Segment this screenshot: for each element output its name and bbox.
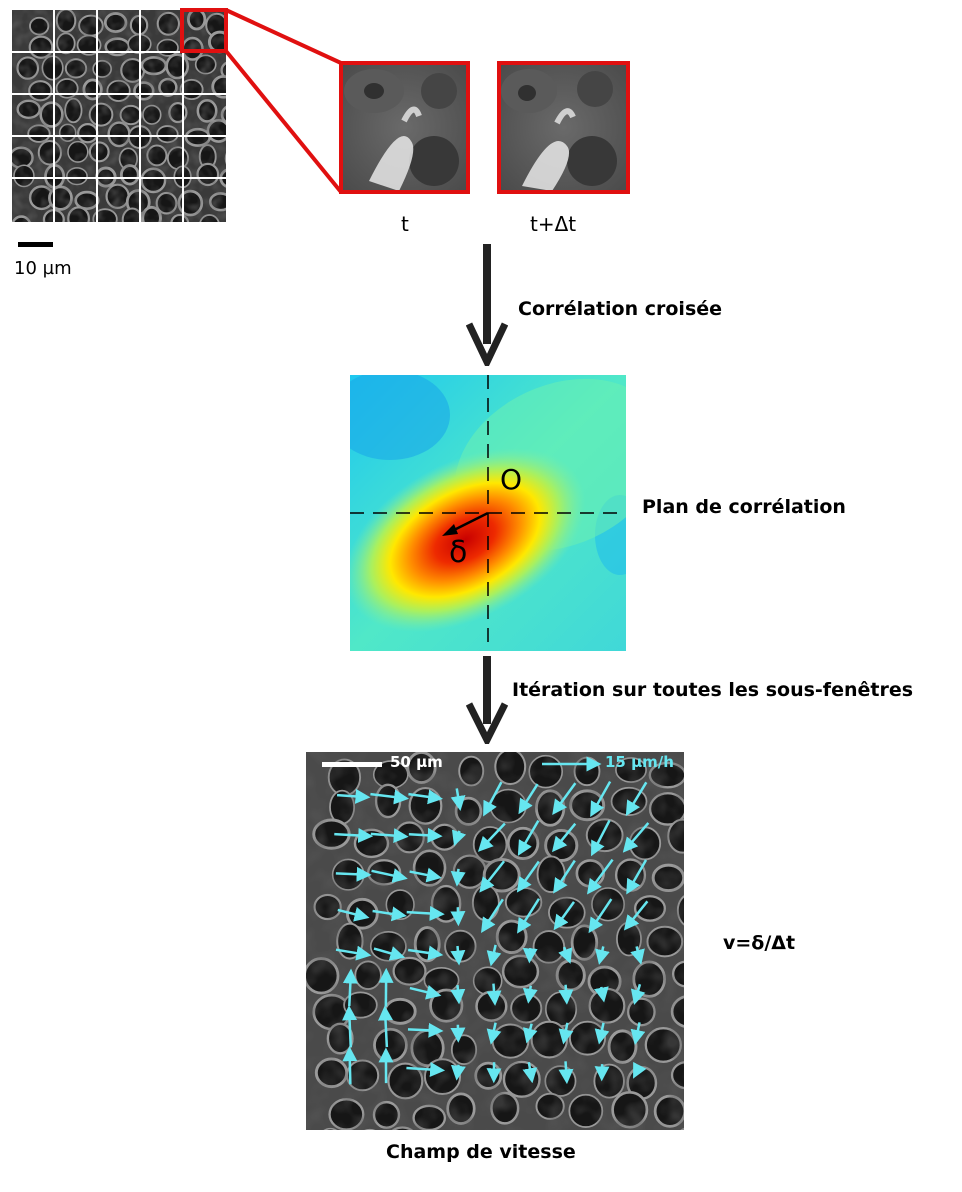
velocity-vector xyxy=(558,946,573,964)
velocity-vector xyxy=(486,1022,502,1045)
velocity-vector xyxy=(408,789,443,805)
velocity-vector xyxy=(590,780,612,817)
velocity-vector xyxy=(407,945,444,961)
velocity-vector xyxy=(409,984,442,1000)
selected-subwindow xyxy=(180,8,228,53)
crop-t-dt-label: t+Δt xyxy=(530,212,577,236)
correlation-plane xyxy=(350,375,626,651)
velocity-vector xyxy=(595,946,610,965)
velocity-vector xyxy=(558,1022,574,1045)
crop-t-dt xyxy=(497,61,630,194)
velocity-vector xyxy=(372,906,407,922)
velocity-vector xyxy=(370,828,409,844)
velocity-field xyxy=(306,752,684,1130)
velocity-vector xyxy=(335,945,372,961)
delta-label: δ xyxy=(449,535,468,570)
velocity-vector xyxy=(373,946,406,961)
velocity-vector xyxy=(408,827,443,843)
velocity-vector xyxy=(622,822,650,853)
velocity-vector xyxy=(523,1023,538,1044)
velocity-vector xyxy=(370,789,410,805)
velocity-vectors xyxy=(334,780,650,1085)
velocity-vector xyxy=(594,1022,610,1045)
velocity-vector xyxy=(450,1064,466,1081)
velocity-vector xyxy=(407,1022,444,1038)
velocity-vector xyxy=(517,819,540,856)
velocity-vector xyxy=(626,859,648,895)
velocity-vector xyxy=(486,944,502,967)
velocity-vector xyxy=(335,866,372,882)
scale-bar-small xyxy=(18,242,53,247)
velocity-vector xyxy=(342,1046,358,1085)
velocity-vector xyxy=(625,781,648,817)
velocity-vector xyxy=(516,860,540,893)
velocity-vector xyxy=(552,782,577,815)
step-iteration: Itération sur toutes les sous-fenêtres xyxy=(512,679,914,701)
velocity-vector xyxy=(588,898,613,934)
displacement-arrow xyxy=(442,511,489,536)
velocity-vector xyxy=(334,827,374,843)
velocity-vector xyxy=(337,906,370,922)
velocity-vector xyxy=(378,1005,394,1048)
velocity-vector xyxy=(633,1061,647,1079)
velocity-vector xyxy=(451,829,467,847)
velocity-vector xyxy=(486,983,502,1006)
velocity-vector xyxy=(522,1061,538,1084)
zoom-connector xyxy=(180,8,343,194)
velocity-vector xyxy=(586,858,614,895)
velocity-vector xyxy=(630,1022,646,1045)
velocity-vector xyxy=(450,985,466,1005)
crop-t-label: t xyxy=(401,212,409,236)
velocity-vector xyxy=(630,946,645,965)
velocity-vector xyxy=(450,945,466,966)
velocity-vector xyxy=(594,986,609,1003)
velocity-vector xyxy=(558,984,574,1005)
velocity-vector xyxy=(450,788,466,812)
velocity-vector xyxy=(477,822,506,852)
velocity-vector xyxy=(522,985,538,1004)
crop-t xyxy=(339,61,470,194)
scale-bar-large-label: 50 µm xyxy=(390,753,443,771)
velocity-vector xyxy=(406,1062,446,1078)
velocity-vector xyxy=(479,860,506,893)
scale-bar-small-label: 10 µm xyxy=(14,258,72,279)
velocity-vector xyxy=(558,1061,574,1085)
velocity-vector xyxy=(336,788,371,804)
origin-label: O xyxy=(500,463,523,496)
scale-bar-large xyxy=(322,762,382,767)
arrow-scale-label: 15 µm/h xyxy=(605,753,674,771)
step-velocity-field: Champ de vitesse xyxy=(386,1141,576,1163)
velocity-vector xyxy=(371,868,408,883)
velocity-vector xyxy=(630,983,646,1005)
velocity-vector xyxy=(409,867,442,883)
velocity-formula: v=δ/Δt xyxy=(723,932,796,954)
velocity-vector xyxy=(342,968,358,1007)
velocity-vector xyxy=(551,822,577,853)
velocity-vector xyxy=(518,783,539,815)
velocity-vector xyxy=(406,905,445,921)
velocity-vector xyxy=(553,901,576,931)
velocity-vector xyxy=(450,868,466,887)
velocity-vector xyxy=(517,898,541,934)
velocity-vector xyxy=(591,819,611,857)
step-cross-correlation: Corrélation croisée xyxy=(518,298,723,320)
velocity-vector xyxy=(483,781,503,817)
flow-arrow-1 xyxy=(466,244,508,366)
velocity-vector xyxy=(553,859,576,894)
velocity-vector xyxy=(481,898,504,933)
velocity-vector xyxy=(623,900,649,931)
flow-arrow-2 xyxy=(466,656,508,744)
velocity-vector xyxy=(342,1005,358,1048)
step-correlation-plane: Plan de corrélation xyxy=(642,496,846,518)
